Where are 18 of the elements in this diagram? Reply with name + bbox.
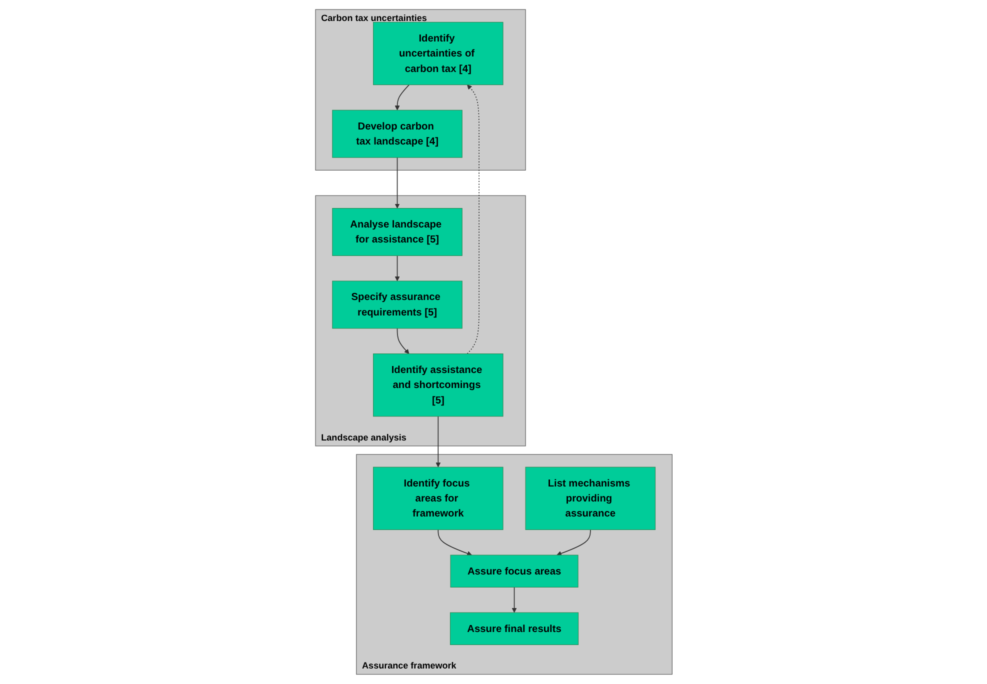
arrow	[466, 84, 480, 354]
arrow	[556, 528, 590, 556]
arrow	[394, 156, 400, 208]
node-box: Assure final results	[450, 612, 578, 645]
arrow	[437, 528, 472, 556]
node-box: Develop carbon tax landscape [4]	[332, 109, 462, 158]
node-box: List mechanisms providing assurance	[524, 466, 656, 530]
node-box: Identify uncertainties of carbon tax [4]	[372, 21, 503, 85]
arrow	[394, 254, 400, 281]
arrow	[394, 84, 410, 110]
arrow	[435, 415, 440, 467]
arrow	[511, 586, 516, 612]
node-box: Specify assurance requirements [5]	[332, 280, 462, 328]
node-box: Analyse landscape for assistance [5]	[332, 208, 462, 256]
node-box: Assure focus areas	[450, 554, 578, 587]
node-box: Identify assistance and shortcomings [5]	[372, 352, 503, 416]
node-box: Identify focus areas for framework	[372, 466, 503, 530]
arrow	[396, 327, 409, 354]
